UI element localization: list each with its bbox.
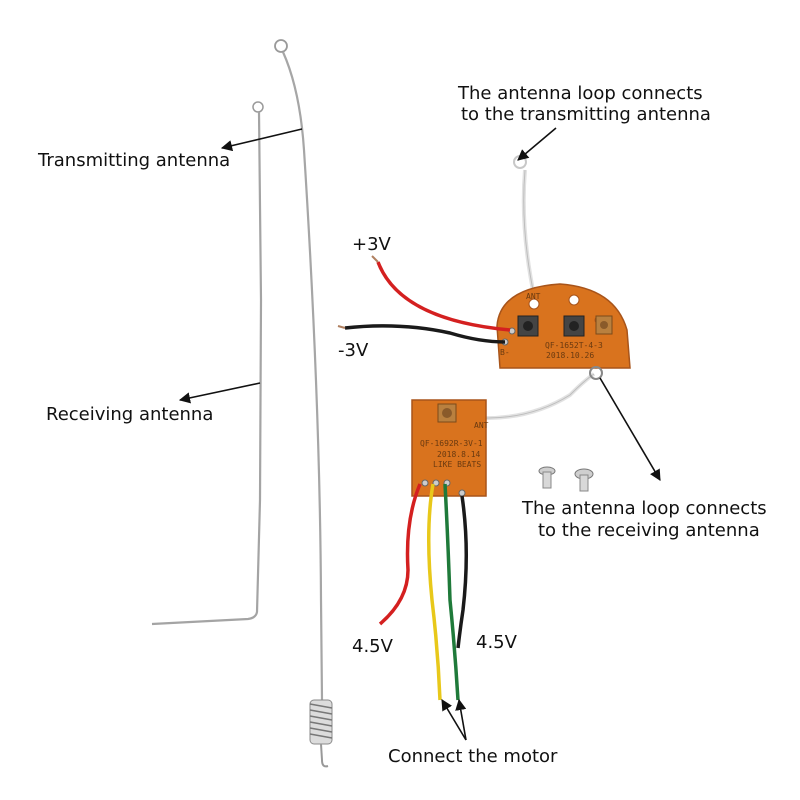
arrow-motor-yellow <box>441 699 467 741</box>
tx-loop-label-line2: to the transmitting antenna <box>461 104 711 125</box>
receiver-board: ANT QF-1692R-3V-1 2018.8.14 LIKE BEATS <box>378 366 603 701</box>
rx-left-4-5v-label: 4.5V <box>352 636 394 657</box>
transmitting-antenna-label: Transmitting antenna <box>37 150 230 171</box>
arrow-motor-green <box>455 698 467 741</box>
transmitting-antenna <box>274 39 333 768</box>
arrow-transmitting-antenna <box>220 128 303 152</box>
receiving-antenna-label: Receiving antenna <box>46 404 213 425</box>
tx-neg-mark: B- <box>500 348 510 357</box>
rx-model-label: QF-1692R-3V-1 <box>420 439 483 448</box>
arrow-receiving-antenna <box>178 382 261 404</box>
plus-3v-label: +3V <box>352 234 392 255</box>
rx-red-wire <box>378 483 422 626</box>
tx-black-wire <box>344 324 506 344</box>
tx-loop-label-line1: The antenna loop connects <box>457 83 703 104</box>
rx-green-wire <box>443 483 460 701</box>
tx-date-label: 2018.10.26 <box>546 351 594 360</box>
rx-antenna-lead <box>477 372 596 421</box>
receiving-antenna <box>151 101 264 626</box>
minus-3v-label: -3V <box>338 340 369 361</box>
tx-ant-mark: ANT <box>526 292 541 301</box>
rx-loop-label-line2: to the receiving antenna <box>538 520 760 541</box>
arrow-tx-antenna-loop <box>517 127 557 161</box>
tx-red-wire <box>376 261 511 332</box>
rx-ant-mark: ANT <box>474 421 489 430</box>
transmitting-antenna-loop <box>274 39 288 53</box>
pointer-arrows <box>178 127 661 741</box>
rx-date-label: 2018.8.14 <box>437 450 481 459</box>
tx-model-label: QF-1652T-4-3 <box>545 341 603 350</box>
connect-motor-label: Connect the motor <box>388 746 558 767</box>
receiving-antenna-loop <box>252 101 264 113</box>
rx-antenna-lead-loop <box>589 366 603 380</box>
rx-brand-mark: LIKE BEATS <box>433 460 481 469</box>
mounting-screws <box>538 466 594 492</box>
arrow-rx-antenna-loop <box>599 377 661 481</box>
antenna-spring <box>309 699 333 768</box>
rx-loop-label-line1: The antenna loop connects <box>521 498 767 519</box>
rx-right-4-5v-label: 4.5V <box>476 632 518 653</box>
transmitting-antenna-wire <box>281 51 324 701</box>
receiving-antenna-wire <box>151 111 263 626</box>
rx-yellow-wire <box>426 483 442 701</box>
transmitter-board: ANT QF-1652T-4-3 2018.10.26 B- <box>337 155 631 369</box>
rx-black-wire <box>456 495 469 649</box>
